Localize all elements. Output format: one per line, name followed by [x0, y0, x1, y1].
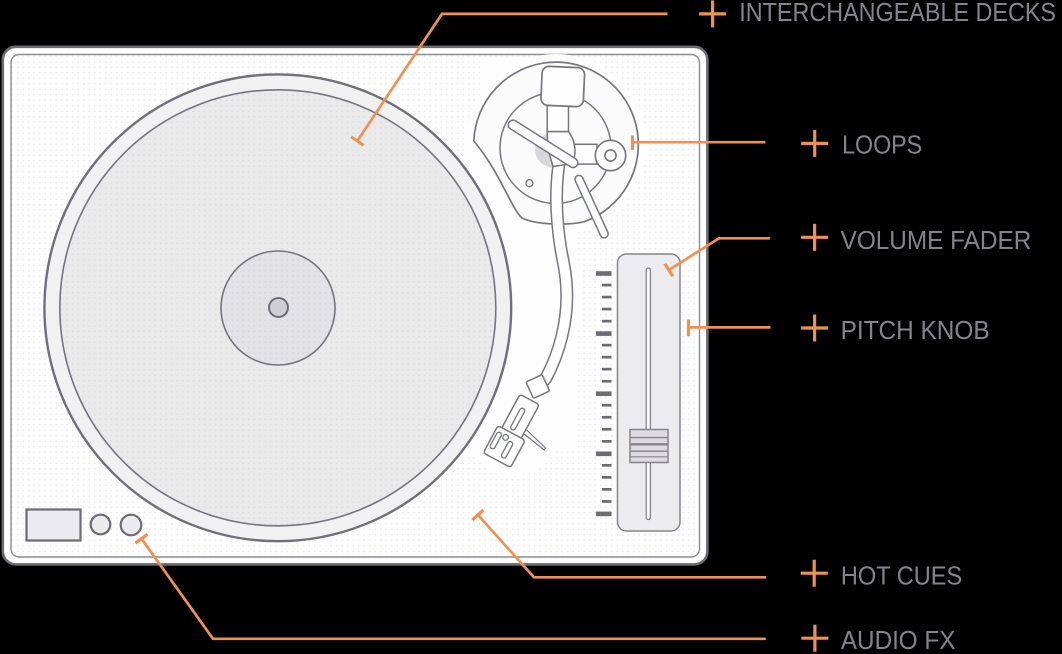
svg-text:PITCH KNOB: PITCH KNOB	[841, 317, 990, 345]
svg-text:HOT CUES: HOT CUES	[841, 562, 962, 590]
svg-text:LOOPS: LOOPS	[842, 131, 922, 159]
svg-text:VOLUME FADER: VOLUME FADER	[841, 227, 1032, 255]
svg-text:INTERCHANGEABLE DECKS: INTERCHANGEABLE DECKS	[739, 0, 1056, 27]
svg-text:AUDIO FX: AUDIO FX	[841, 627, 956, 654]
